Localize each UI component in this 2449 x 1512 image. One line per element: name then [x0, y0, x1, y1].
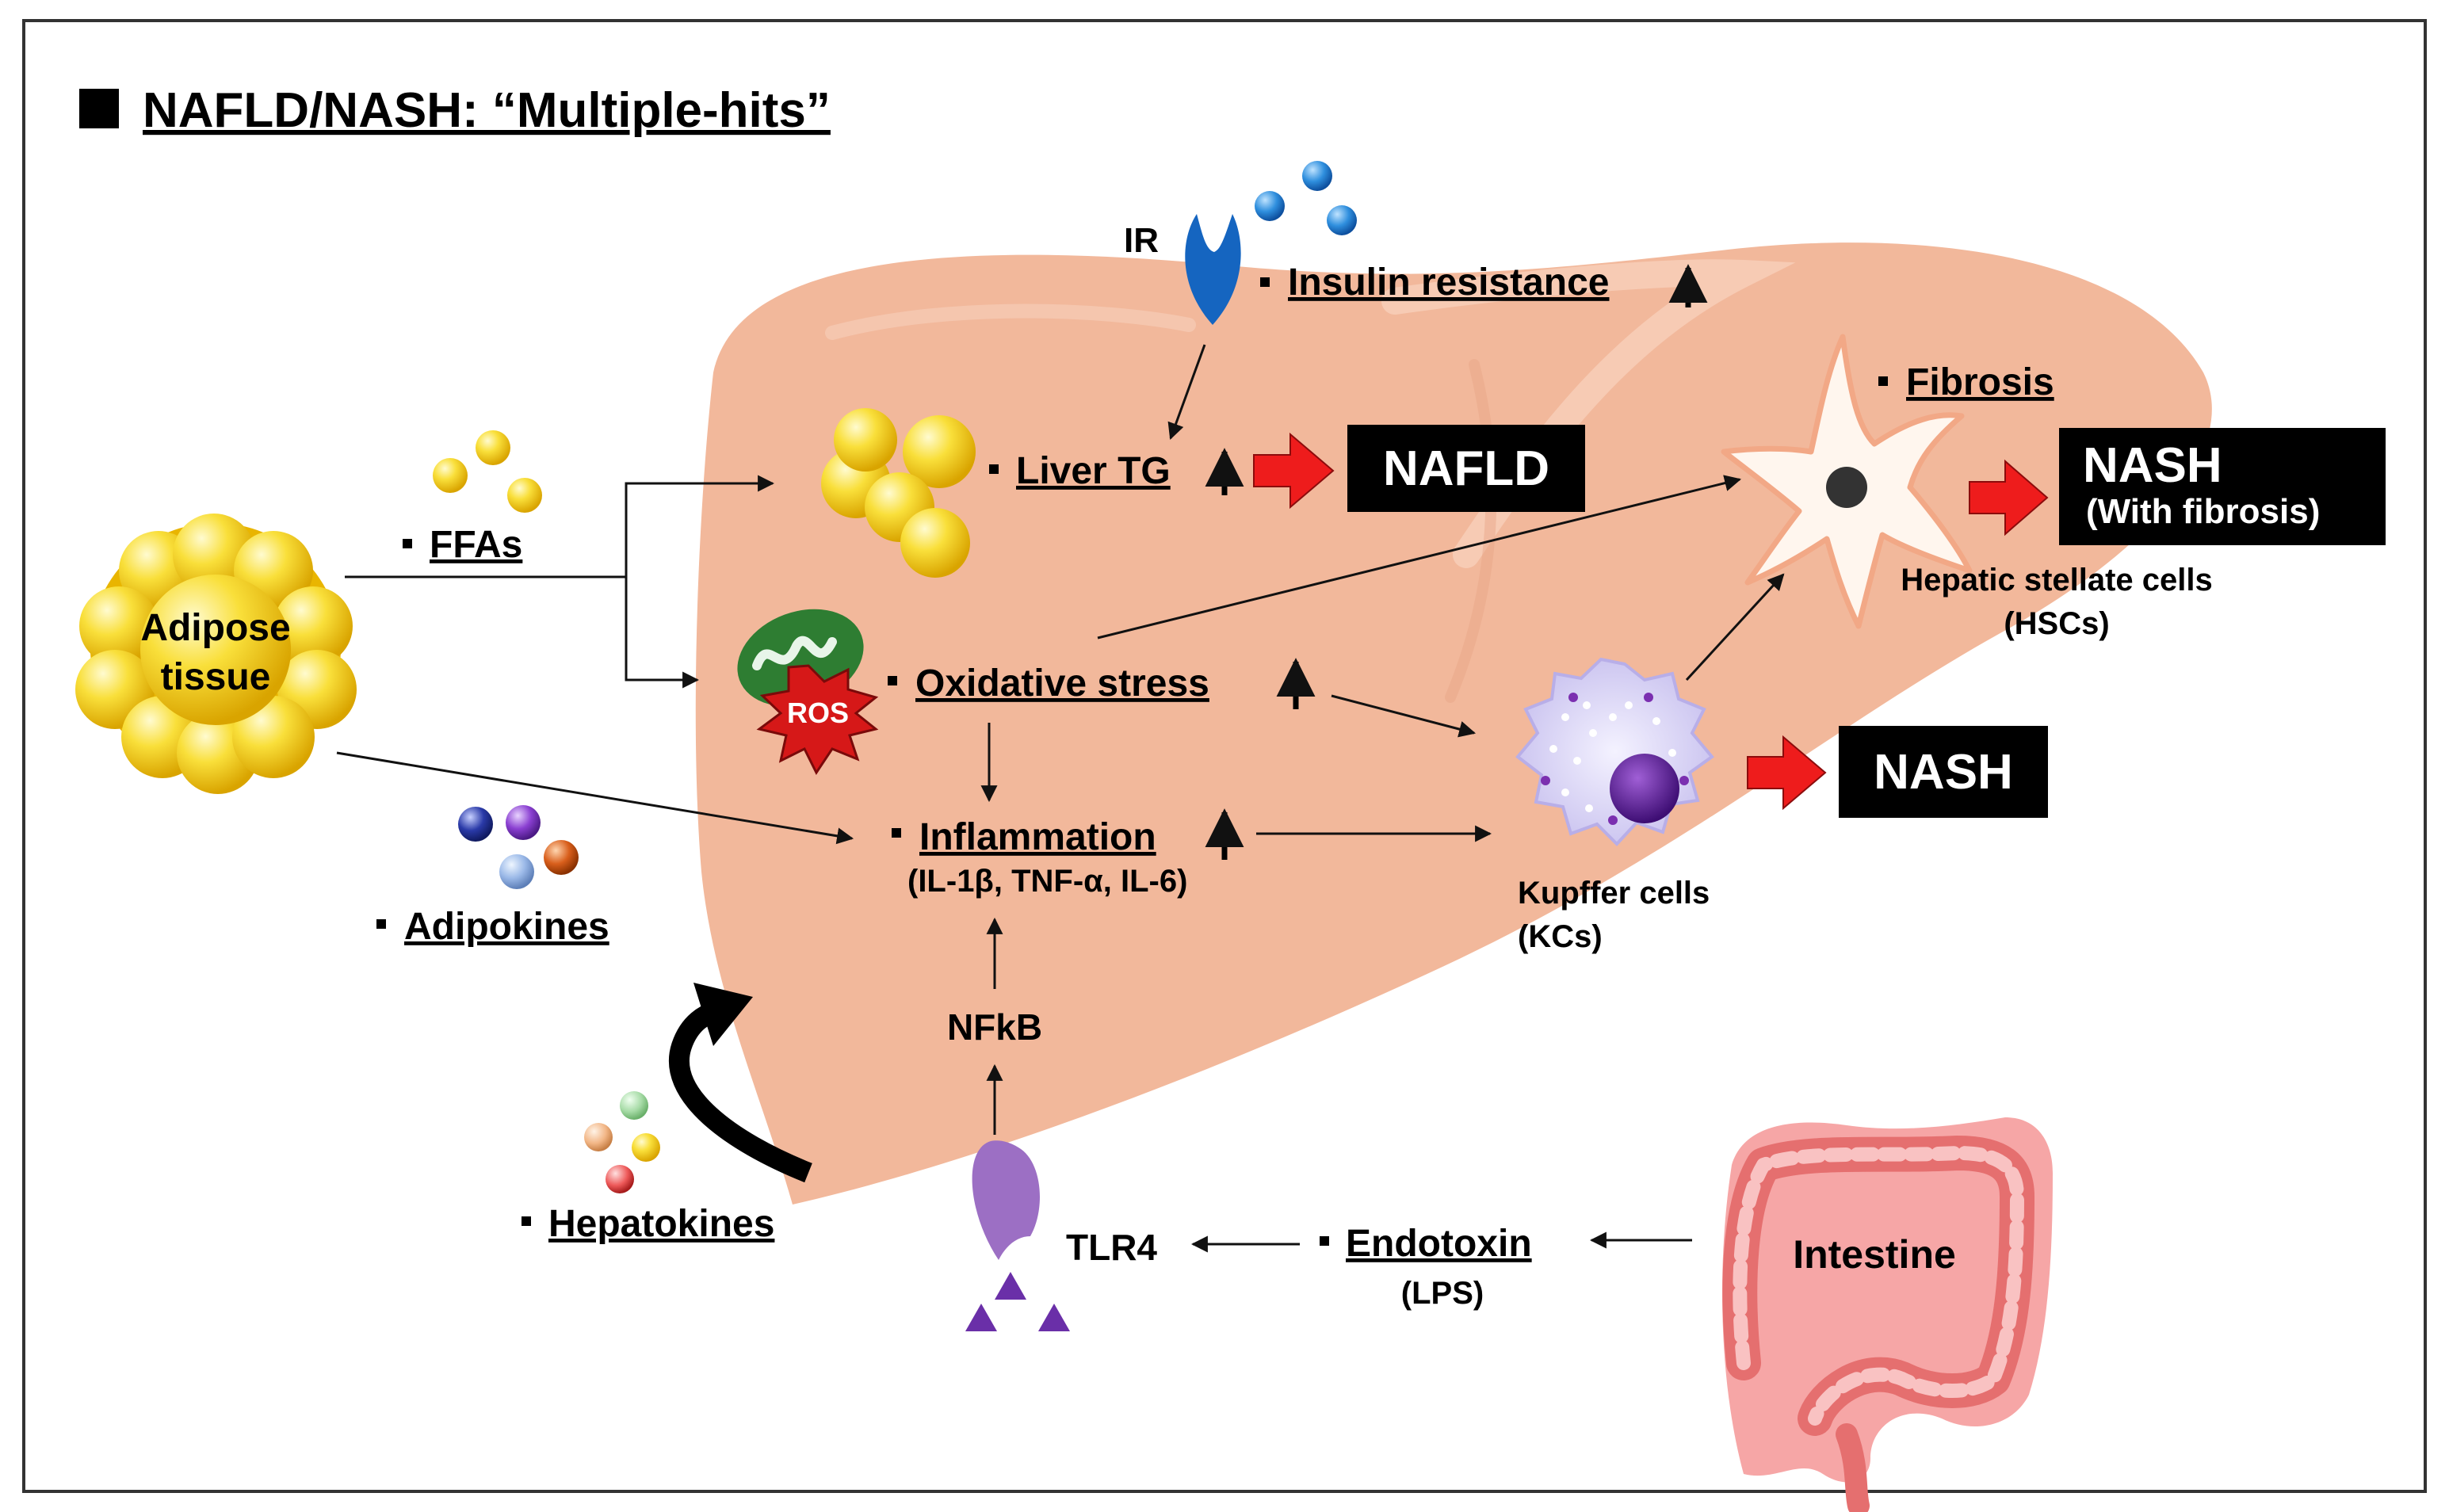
- hepatokine-molecule-icon: [584, 1123, 613, 1151]
- kupffer-cell-icon: [1515, 657, 1714, 846]
- ir-receptor-icon: [1185, 214, 1241, 325]
- bullet-icon: [403, 539, 412, 548]
- ros-label: ROS: [787, 697, 849, 729]
- nash-fibrosis-outcome-sublabel: (With fibrosis): [2086, 492, 2320, 531]
- kupffer-cell-label: Kupffer cells: [1518, 876, 1710, 911]
- adipokine-molecule-icon: [458, 807, 493, 842]
- tlr4-label: TLR4: [1066, 1227, 1157, 1268]
- ffas-label: FFAs: [430, 524, 522, 566]
- hepatokine-molecule-icon: [632, 1133, 660, 1162]
- liver-tg-label: Liver TG: [1016, 450, 1171, 492]
- arrow-ffas-to-ros: [625, 577, 700, 689]
- arrow-kupffer-to-hsc: [1685, 573, 1785, 682]
- adipose-tissue-label: tissue: [161, 656, 271, 698]
- liver-fat-droplets-icon: [821, 408, 976, 578]
- inflammation-cytokines-label: (IL-1β, TNF-α, IL-6): [907, 864, 1187, 899]
- ir-label: IR: [1124, 221, 1159, 260]
- ffa-molecule-icon: [507, 478, 542, 513]
- adipokines-label: Adipokines: [404, 906, 609, 948]
- lps-molecule-icon: [1038, 1304, 1070, 1331]
- arrow-ir-to-liver-tg: [1167, 344, 1206, 440]
- bullet-icon: [989, 464, 999, 474]
- lps-molecule-icon: [965, 1304, 997, 1331]
- insulin-resistance-label: Insulin resistance: [1288, 262, 1610, 304]
- bullet-icon: [1320, 1236, 1329, 1246]
- nash-outcome-box: [1839, 726, 2048, 818]
- endotoxin-label: Endotoxin: [1346, 1223, 1532, 1265]
- nafld-outcome-box: [1347, 425, 1585, 512]
- arrow-oxidative-stress-to-kupffer: [1331, 694, 1477, 738]
- intestine-icon: [1722, 1117, 2053, 1512]
- hepatic-stellate-cell-icon: [1721, 334, 1973, 629]
- ffa-molecule-icon: [433, 458, 468, 493]
- red-arrow-icon: [1747, 735, 1827, 811]
- curved-arrow-icon: [668, 1000, 812, 1183]
- arrow-ffas-to-liver-tg: [625, 475, 775, 577]
- fibrosis-label: Fibrosis: [1906, 361, 2054, 403]
- nfkb-label: NFkB: [947, 1006, 1042, 1048]
- hsc-label: Hepatic stellate cells: [1901, 563, 2213, 598]
- oxidative-stress-label: Oxidative stress: [915, 662, 1209, 704]
- arrow-oxidative-stress-to-hsc: [1097, 475, 1742, 640]
- red-arrow-icon: [1969, 459, 2049, 536]
- nash-fibrosis-outcome-box: [2059, 428, 2386, 545]
- adipose-tissue-icon: [75, 514, 357, 794]
- bullet-icon: [376, 919, 386, 929]
- nash-outcome-label: NASH: [1874, 745, 2013, 800]
- page-title: NAFLD/NASH: “Multiple-hits”: [143, 83, 831, 138]
- arrow-adipose-to-inflammation: [336, 751, 854, 845]
- hepatokine-molecule-icon: [606, 1165, 634, 1193]
- hepatokine-molecule-icon: [620, 1091, 648, 1120]
- adipokine-molecule-icon: [506, 805, 541, 840]
- outer-frame: [22, 19, 2427, 1493]
- hepatokines-label: Hepatokines: [548, 1203, 774, 1245]
- hsc-abbrev-label: (HSCs): [2004, 606, 2109, 641]
- bullet-icon: [892, 828, 901, 838]
- inflammation-label: Inflammation: [919, 816, 1156, 858]
- lps-molecule-icon: [995, 1272, 1026, 1300]
- insulin-molecule-icon: [1255, 191, 1285, 221]
- tlr4-receptor-icon: [972, 1140, 1040, 1260]
- bullet-icon: [1878, 376, 1888, 386]
- insulin-molecule-icon: [1302, 161, 1332, 191]
- kupffer-cell-abbrev-label: (KCs): [1518, 919, 1603, 954]
- intestine-label: Intestine: [1793, 1232, 1956, 1277]
- bullet-icon: [1260, 277, 1270, 287]
- curved-arrow-head-icon: [693, 983, 753, 1046]
- insulin-molecule-icon: [1327, 205, 1357, 235]
- nafld-outcome-label: NAFLD: [1383, 441, 1549, 496]
- ros-burst-icon: [756, 664, 879, 775]
- adipose-tissue-label: Adipose: [140, 607, 290, 649]
- ffa-molecule-icon: [476, 430, 510, 465]
- nash-fibrosis-outcome-label: NASH: [2083, 438, 2222, 493]
- adipokine-molecule-icon: [544, 840, 579, 875]
- title-bullet-icon: [79, 89, 119, 128]
- bullet-icon: [888, 676, 897, 685]
- adipokine-molecule-icon: [499, 854, 534, 889]
- endotoxin-lps-label: (LPS): [1401, 1276, 1484, 1311]
- bullet-icon: [522, 1216, 531, 1226]
- red-arrow-icon: [1253, 432, 1335, 510]
